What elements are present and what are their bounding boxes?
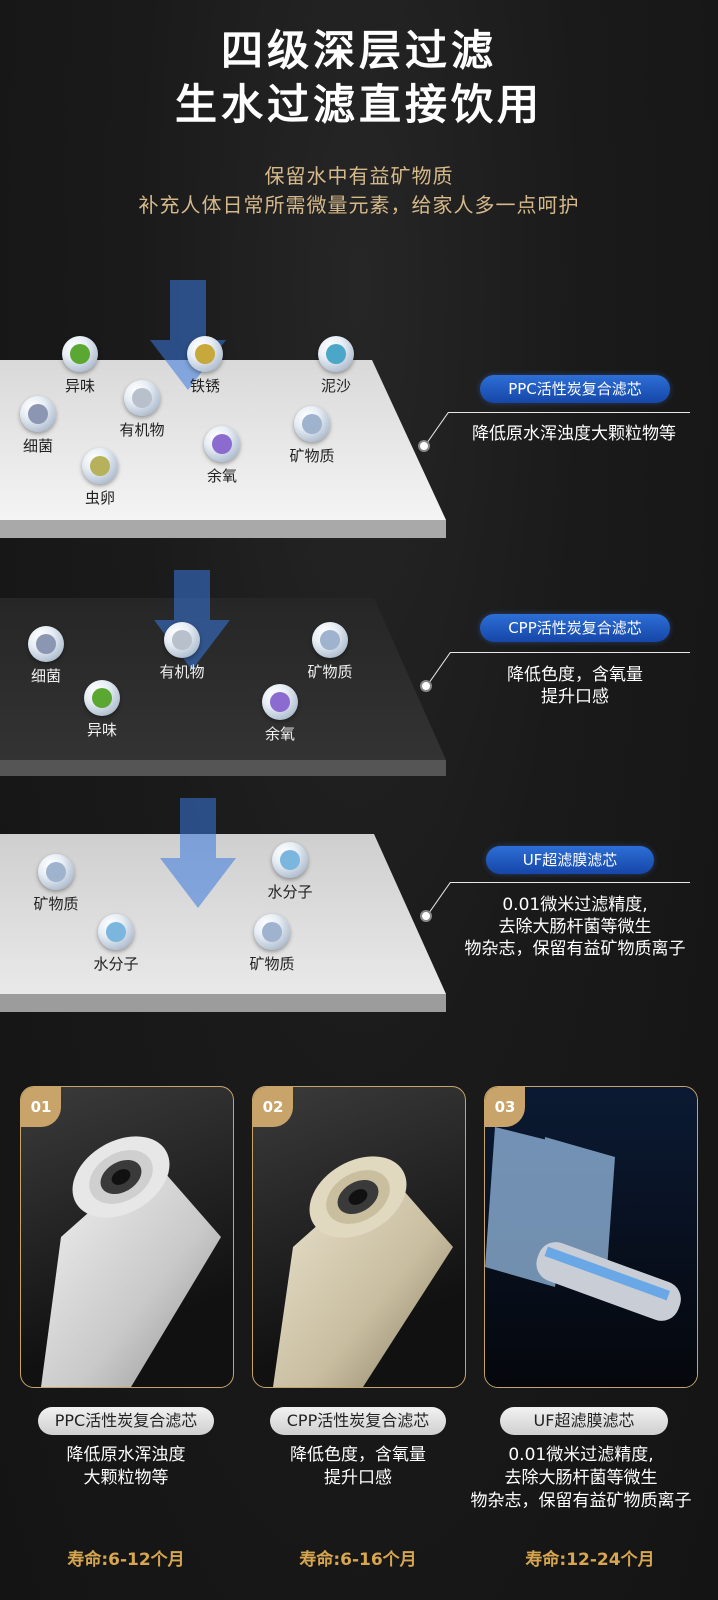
contaminant-sand: 泥沙 — [291, 336, 381, 396]
contaminant-bacteria: 细菌 — [1, 626, 91, 686]
sand-icon — [318, 336, 354, 372]
water-icon — [272, 842, 308, 878]
ppc-callout-line — [448, 412, 690, 413]
ppc-filter-badge: PPC活性炭复合滤芯 — [480, 375, 670, 403]
contaminant-bacteria: 细菌 — [0, 396, 83, 456]
organic-icon — [164, 622, 200, 658]
contaminant-mineral: 矿物质 — [227, 914, 317, 974]
filter-card-01: 01 — [20, 1086, 234, 1388]
contaminant-rust: 铁锈 — [160, 336, 250, 396]
card-02-lifespan: 寿命:6-16个月 — [299, 1550, 417, 1570]
uf-filter-badge: UF超滤膜滤芯 — [486, 846, 654, 874]
cpp-filter-badge: CPP活性炭复合滤芯 — [480, 614, 670, 642]
contaminant-organic: 有机物 — [137, 622, 227, 682]
uf-filter-desc: 0.01微米过滤精度, 去除大肠杆菌等微生 物杂志，保留有益矿物质离子 — [464, 895, 686, 959]
filter-layer-cpp: 细菌 有机物 矿物质 异味 余氧 — [0, 570, 470, 790]
contaminant-odor: 异味 — [35, 336, 125, 396]
ppc-filter-desc: 降低原水浑浊度大颗粒物等 — [472, 424, 676, 444]
bacteria-icon — [20, 396, 56, 432]
card-number: 01 — [21, 1087, 61, 1127]
contaminant-mineral: 矿物质 — [285, 622, 375, 682]
residual-oxygen-icon — [262, 684, 298, 720]
card-03-desc: 0.01微米过滤精度, 去除大肠杆菌等微生 物杂志，保留有益矿物质离子 — [470, 1445, 692, 1511]
page-title-line1: 四级深层过滤 — [220, 26, 497, 75]
contaminant-odor: 异味 — [57, 680, 147, 740]
card-01-desc: 降低原水浑浊度 大颗粒物等 — [66, 1445, 186, 1488]
down-arrow-icon — [160, 798, 236, 908]
card-01-lifespan: 寿命:6-12个月 — [67, 1550, 185, 1570]
ppc-cartridge-image — [41, 1136, 221, 1387]
contaminant-mineral: 矿物质 — [11, 854, 101, 914]
contaminant-residual-oxygen: 余氧 — [177, 426, 267, 486]
contaminant-water: 水分子 — [71, 914, 161, 974]
contaminant-mineral: 矿物质 — [267, 406, 357, 466]
cpp-cartridge-image — [273, 1156, 453, 1387]
card-02-name: CPP活性炭复合滤芯 — [270, 1407, 446, 1435]
egg-icon — [82, 448, 118, 484]
cpp-filter-desc: 降低色度，含氧量 提升口感 — [507, 665, 643, 707]
odor-icon — [84, 680, 120, 716]
mineral-icon — [38, 854, 74, 890]
filter-card-03: 03 — [484, 1086, 698, 1388]
card-03-name: UF超滤膜滤芯 — [500, 1407, 668, 1435]
odor-icon — [62, 336, 98, 372]
card-number: 02 — [253, 1087, 293, 1127]
cpp-callout-line — [450, 652, 690, 653]
filter-layer-uf: 矿物质 水分子 水分子 矿物质 — [0, 798, 470, 1038]
subtitle-line1: 保留水中有益矿物质 — [264, 164, 454, 188]
card-02-desc: 降低色度，含氧量 提升口感 — [290, 1445, 426, 1488]
page-title-line2: 生水过滤直接饮用 — [174, 80, 543, 129]
filter-card-02: 02 — [252, 1086, 466, 1388]
cpp-callout-dot — [420, 680, 432, 692]
mineral-icon — [254, 914, 290, 950]
contaminant-organic: 有机物 — [97, 380, 187, 440]
residual-oxygen-icon — [204, 426, 240, 462]
contaminant-egg: 虫卵 — [55, 448, 145, 508]
card-01-name: PPC活性炭复合滤芯 — [38, 1407, 214, 1435]
bacteria-icon — [28, 626, 64, 662]
ppc-callout-dot — [418, 440, 430, 452]
card-03-lifespan: 寿命:12-24个月 — [525, 1550, 655, 1570]
uf-membrane-image — [485, 1087, 697, 1387]
water-icon — [98, 914, 134, 950]
organic-icon — [124, 380, 160, 416]
card-number: 03 — [485, 1087, 525, 1127]
uf-callout-line — [450, 882, 690, 883]
uf-layer-slab — [0, 834, 446, 1012]
mineral-icon — [294, 406, 330, 442]
contaminant-water: 水分子 — [245, 842, 335, 902]
uf-callout-dot — [420, 910, 432, 922]
contaminant-residual-oxygen: 余氧 — [235, 684, 325, 744]
subtitle-line2: 补充人体日常所需微量元素，给家人多一点呵护 — [138, 193, 580, 217]
mineral-icon — [312, 622, 348, 658]
rust-icon — [187, 336, 223, 372]
filter-layer-ppc: 异味 铁锈 泥沙 细菌 有机物 矿物质 余氧 虫卵 — [0, 280, 470, 550]
